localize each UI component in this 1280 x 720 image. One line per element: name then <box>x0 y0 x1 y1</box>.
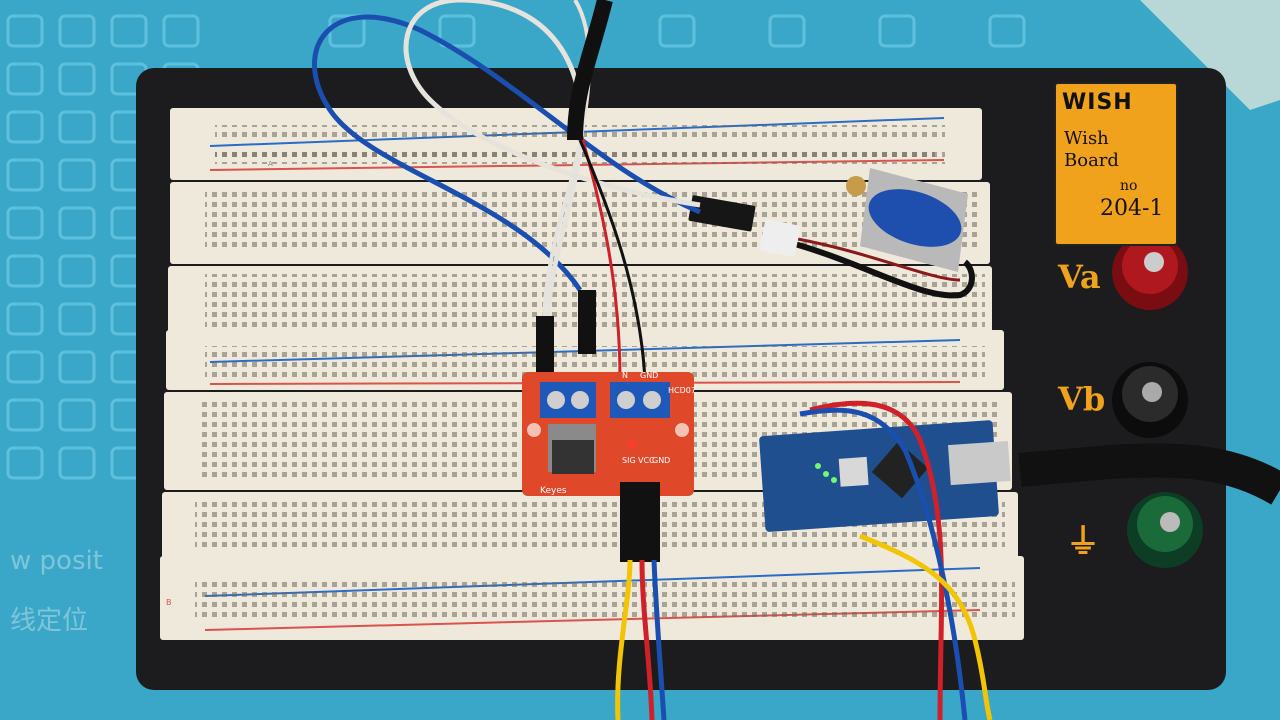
cable-black-thick <box>567 0 613 141</box>
rail-letter-b: B <box>166 598 172 607</box>
dupont-bottom <box>620 482 660 562</box>
board-label-model: 204-1 <box>1100 196 1164 221</box>
solenoid <box>846 168 968 272</box>
wire-yellow-nano <box>859 533 993 720</box>
arduino-nano <box>759 420 1011 532</box>
wire-red-nano <box>809 400 945 720</box>
solenoid-wire-black <box>779 237 975 299</box>
mat-watermark-2: 线定位 <box>10 606 89 636</box>
connector-white <box>759 219 801 257</box>
solenoid-wire-red <box>779 234 961 282</box>
module-model: HCD07 <box>668 386 696 395</box>
ground-symbol: ⏚ <box>1066 522 1100 562</box>
board-label-model-prefix: no <box>1120 178 1138 194</box>
terminal-label-gnd: GND <box>640 371 659 380</box>
rail-letter-a: A <box>268 160 273 168</box>
brand-logo: WISH <box>1062 90 1133 115</box>
ruler <box>1140 0 1280 110</box>
terminal-label-n: N <box>622 371 628 380</box>
wire-white <box>403 0 701 321</box>
board-label-line2: Board <box>1064 150 1119 171</box>
mat-watermark-1: w posit <box>10 546 103 576</box>
wire-blue-left <box>651 559 667 720</box>
binding-post-black <box>1112 362 1188 438</box>
wire-black-top <box>578 139 647 381</box>
board-label: WISH Wish Board no 204-1 <box>1054 82 1178 246</box>
binding-post-red <box>1112 234 1188 310</box>
dupont-pin-1 <box>536 316 554 372</box>
post-label-vb: Vb <box>1058 380 1106 418</box>
pin-label-vcc: VCC <box>638 456 655 465</box>
wire-red-left <box>639 559 655 720</box>
dupont-black <box>688 195 756 232</box>
module-brand: Keyes <box>540 486 567 496</box>
post-label-va: Va <box>1058 258 1101 296</box>
dupont-pin-2 <box>578 290 596 354</box>
wire-blue-nano <box>799 407 968 720</box>
usb-cable <box>1018 443 1280 505</box>
board-label-line1: Wish <box>1064 128 1109 149</box>
mosfet-module <box>522 372 694 496</box>
binding-post-green <box>1127 492 1203 568</box>
wire-blue-top <box>312 14 701 292</box>
wire-yellow-left <box>615 559 633 720</box>
pin-label-sig: SIG <box>622 456 636 465</box>
pin-label-gnd: GND <box>652 456 671 465</box>
